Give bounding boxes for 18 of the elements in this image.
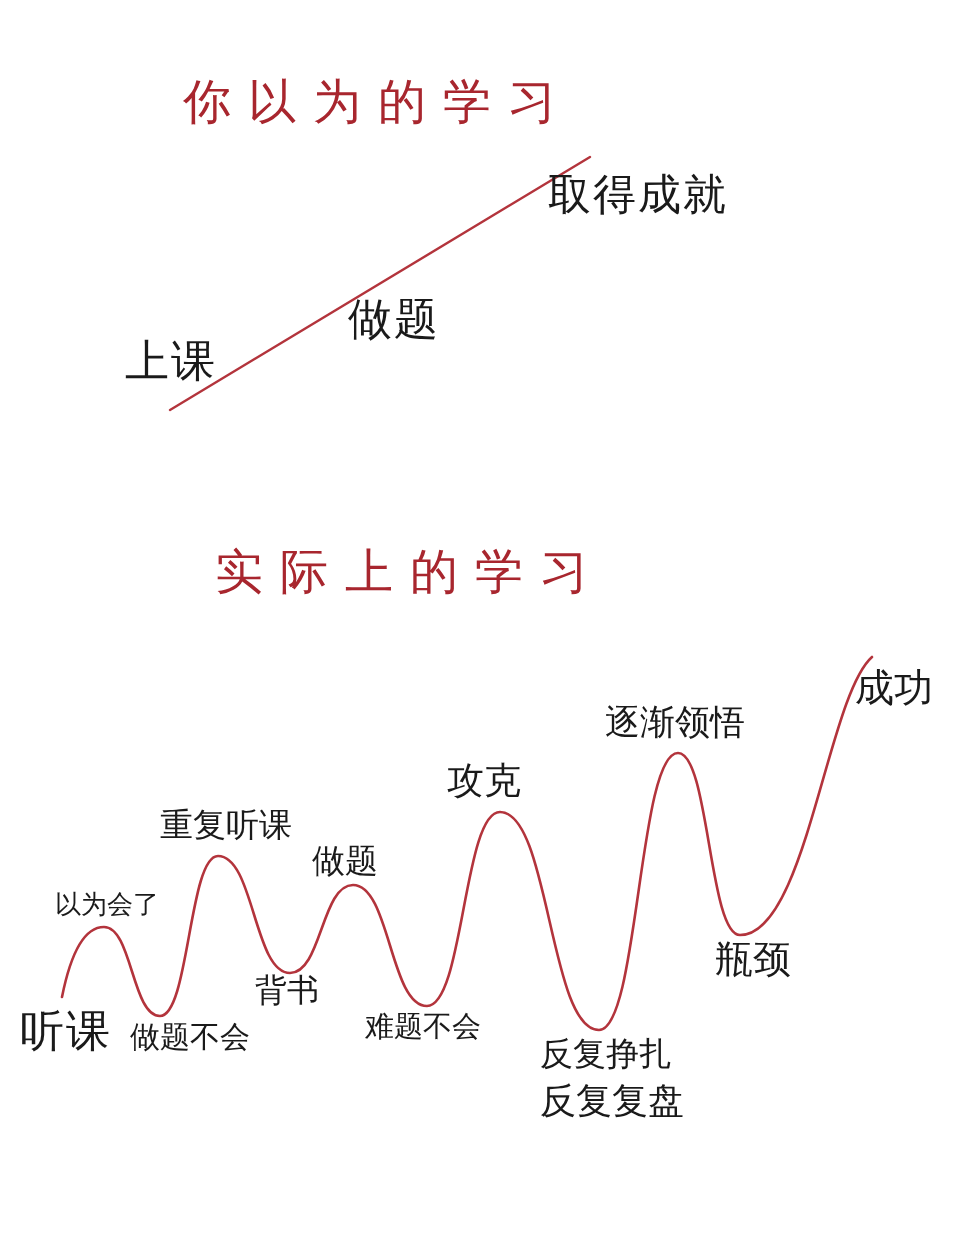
- stage-label: 反复挣扎: [540, 1035, 672, 1073]
- stage-label: 重复听课: [160, 806, 292, 844]
- stage-label: 做题不会: [130, 1020, 250, 1055]
- stage-label: 难题不会: [365, 1010, 481, 1044]
- stage-label: 取得成就: [548, 170, 728, 220]
- panel-heading: 你以为的学习: [183, 74, 573, 130]
- stage-label: 成功: [855, 666, 933, 711]
- stage-label: 逐渐领悟: [605, 702, 745, 743]
- stage-label: 以为会了: [55, 890, 159, 920]
- stage-label: 上课: [125, 336, 217, 387]
- stage-label: 瓶颈: [715, 938, 791, 982]
- stage-label: 攻克: [447, 760, 521, 803]
- stage-label: 听课: [20, 1006, 112, 1057]
- stage-label: 反复复盘: [540, 1080, 684, 1122]
- panel-heading: 实际上的学习: [215, 544, 605, 600]
- stage-label: 做题: [312, 842, 378, 880]
- stage-label: 做题: [348, 294, 440, 345]
- stage-label: 背书: [255, 972, 319, 1009]
